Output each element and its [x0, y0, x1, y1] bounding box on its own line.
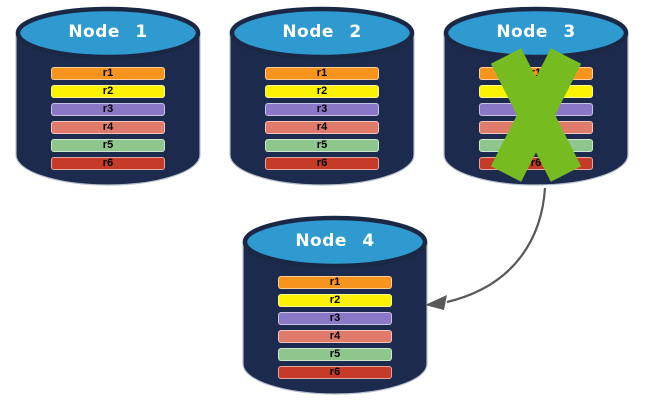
record-bar: r2	[278, 294, 392, 307]
record-label: r3	[316, 103, 328, 115]
record-bar: r3	[278, 312, 392, 325]
record-bar: r4	[265, 121, 379, 134]
record-bar: r2	[265, 85, 379, 98]
record-label: r3	[329, 312, 341, 324]
failure-x-icon	[490, 48, 582, 182]
record-label: r6	[316, 157, 328, 169]
record-bar: r1	[265, 67, 379, 80]
record-bar: r1	[51, 67, 165, 80]
record-label: r1	[530, 67, 542, 79]
record-label: r1	[102, 67, 114, 79]
record-list: r1 r2 r3 r4 r5 r6	[265, 67, 379, 175]
record-label: r2	[102, 85, 114, 97]
record-label: r6	[102, 157, 114, 169]
record-label: r2	[329, 294, 341, 306]
record-bar: r5	[265, 139, 379, 152]
record-label: r4	[102, 121, 114, 133]
node-1: Node 1 r1 r2 r3 r4 r5 r6	[13, 5, 203, 188]
record-bar: r3	[51, 103, 165, 116]
record-label: r6	[329, 366, 341, 378]
record-label: r1	[316, 67, 328, 79]
record-label: r5	[329, 348, 341, 360]
node-4: Node 4 r1 r2 r3 r4 r5 r6	[240, 214, 430, 397]
cylinder-top	[443, 6, 629, 60]
record-label: r4	[329, 330, 341, 342]
node-title: Node 4	[295, 231, 375, 251]
cylinder-top	[15, 6, 201, 60]
record-list: r1 r2 r3 r4 r5 r6	[51, 67, 165, 175]
node-3: Node 3 r1 r2 r3 r4 r5 r6	[441, 5, 631, 188]
record-label: r4	[316, 121, 328, 133]
arrow-curve	[446, 187, 547, 304]
record-bar: r6	[265, 157, 379, 170]
node-2: Node 2 r1 r2 r3 r4 r5 r6	[227, 5, 417, 188]
record-bar: r6	[51, 157, 165, 170]
record-bar: r3	[265, 103, 379, 116]
cylinder-top	[229, 6, 415, 60]
record-label: r6	[530, 157, 542, 169]
record-bar: r6	[278, 366, 392, 379]
record-bar: r2	[51, 85, 165, 98]
record-label: r1	[329, 276, 341, 288]
record-bar: r5	[278, 348, 392, 361]
record-label: r5	[316, 139, 328, 151]
record-label: r5	[102, 139, 114, 151]
node-title: Node 2	[282, 22, 362, 42]
record-bar: r4	[278, 330, 392, 343]
record-list: r1 r2 r3 r4 r5 r6	[278, 276, 392, 384]
arrowhead-icon	[425, 295, 447, 310]
record-bar: r4	[51, 121, 165, 134]
node-title: Node 1	[68, 22, 148, 42]
record-label: r3	[102, 103, 114, 115]
cylinder-top	[242, 215, 428, 269]
record-bar: r5	[51, 139, 165, 152]
failover-arrow	[425, 187, 547, 310]
node-title: Node 3	[496, 22, 576, 42]
record-label: r2	[316, 85, 328, 97]
x-stroke	[490, 48, 582, 182]
record-bar: r1	[278, 276, 392, 289]
